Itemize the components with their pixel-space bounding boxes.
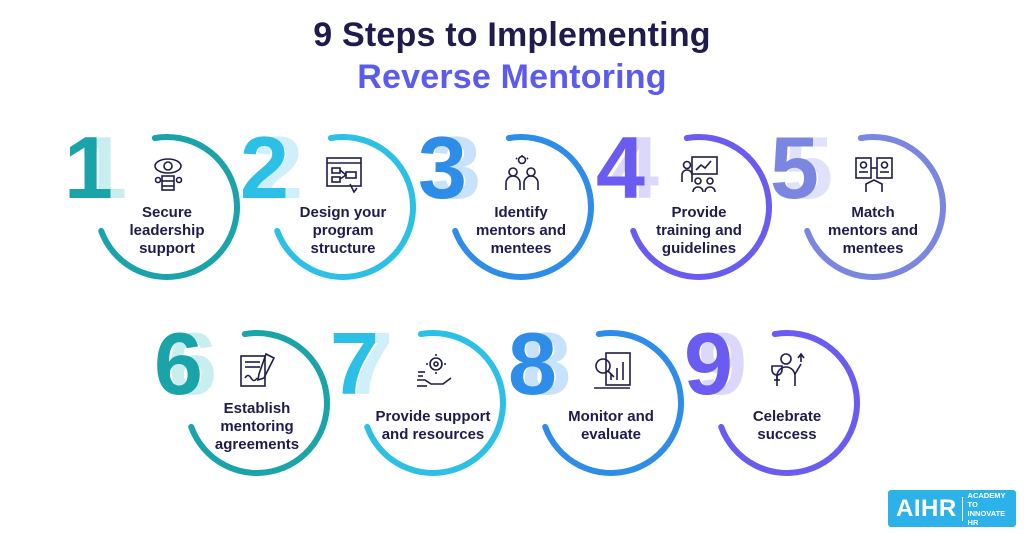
step-ring <box>630 134 772 280</box>
step-label-line: mentees <box>490 240 552 257</box>
title-line-1: 9 Steps to Implementing <box>313 16 711 54</box>
step-label-line: Monitor and <box>568 408 654 425</box>
step-ring <box>364 330 506 476</box>
step-label-line: success <box>757 426 817 443</box>
step-ring <box>274 134 416 280</box>
step-ring <box>718 330 860 476</box>
step-label-line: Design your <box>299 204 387 221</box>
step-label-line: mentors and <box>827 222 918 239</box>
step-label-line: evaluate <box>580 426 642 443</box>
title-line-2: Reverse Mentoring <box>357 58 667 96</box>
step-ring <box>98 134 240 280</box>
step-ring-arc <box>804 134 946 280</box>
step-number: 2 <box>240 118 289 217</box>
step-label-line: program <box>312 222 374 239</box>
agreement-document-icon <box>238 350 278 390</box>
step-label-line: support <box>139 240 195 257</box>
step-number: 4 <box>596 118 645 217</box>
program-structure-icon <box>324 154 364 194</box>
step-number: 3 <box>418 118 467 217</box>
monitor-chart-icon <box>592 350 632 390</box>
logo-wordmark: AIHR <box>896 494 957 522</box>
step-label-line: Secure <box>141 204 193 221</box>
step-ring-arc <box>274 134 416 280</box>
logo-tagline: ACADEMY TO INNOVATE HR <box>968 491 1016 527</box>
step-label-line: mentees <box>842 240 904 257</box>
leadership-eye-icon <box>148 154 188 194</box>
step-label-line: Celebrate <box>752 408 822 425</box>
step-label-line: Provide support <box>375 408 491 425</box>
step-ring-arc <box>718 330 860 476</box>
step-number: 1 <box>64 118 113 217</box>
support-gear-hand-icon <box>414 350 454 390</box>
step-number: 7 <box>330 314 379 413</box>
logo-tagline-line-2: INNOVATE HR <box>967 508 1006 527</box>
step-ring <box>452 134 594 280</box>
step-label-line: structure <box>310 240 376 257</box>
step-label-line: agreements <box>214 436 300 453</box>
step-ring-arc <box>452 134 594 280</box>
step-label-line: Provide <box>671 204 727 221</box>
step-number: 8 <box>508 314 557 413</box>
step-ring <box>804 134 946 280</box>
profile-match-icon <box>854 154 894 194</box>
step-ring-arc <box>188 330 330 476</box>
step-label-line: training and <box>656 222 742 239</box>
step-ring <box>188 330 330 476</box>
step-number: 6 <box>154 314 203 413</box>
aihr-logo: AIHR ACADEMY TO INNOVATE HR <box>888 490 1016 527</box>
step-label-line: Match <box>851 204 895 221</box>
logo-tagline-line-1: ACADEMY TO <box>967 490 1006 509</box>
mentors-mentees-icon <box>502 154 542 194</box>
step-label-line: and resources <box>381 426 485 443</box>
step-ring-arc <box>542 330 684 476</box>
step-ring <box>542 330 684 476</box>
step-number: 9 <box>684 314 733 413</box>
step-label-line: mentoring <box>220 418 294 435</box>
step-label-line: Establish <box>223 400 291 417</box>
training-presentation-icon <box>680 154 720 194</box>
step-label-line: mentors and <box>475 222 566 239</box>
celebrate-trophy-icon <box>768 350 808 390</box>
logo-divider <box>961 496 963 521</box>
step-ring-arc <box>630 134 772 280</box>
step-ring-arc <box>98 134 240 280</box>
step-ring-arc <box>364 330 506 476</box>
step-label-line: leadership <box>129 222 205 239</box>
step-label-line: guidelines <box>661 240 737 257</box>
step-label-line: Identify <box>494 204 548 221</box>
step-number: 5 <box>770 118 819 217</box>
